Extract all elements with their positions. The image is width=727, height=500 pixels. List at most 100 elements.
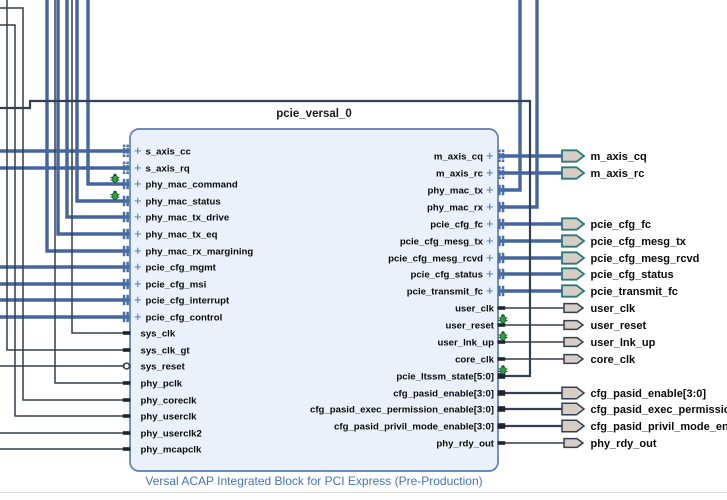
ext-port-phy_rdy_out[interactable]: phy_rdy_out (563, 437, 657, 450)
port-arrow-icon[interactable] (563, 302, 585, 314)
net-wire-pcie-ltssm-state[interactable] (0, 99, 532, 378)
port-arrow-icon[interactable] (561, 419, 586, 433)
pin-phy_mac_tx_drive[interactable]: +phy_mac_tx_drive (122, 209, 229, 224)
pin-phy_mac_command[interactable]: +phy_mac_command (122, 176, 238, 191)
pin-sys_clk_gt[interactable]: sys_clk_gt (122, 345, 191, 356)
debug-bug-icon (498, 365, 508, 375)
ext-port-pcie_cfg_status[interactable]: pcie_cfg_status (561, 267, 674, 281)
debug-bug-icon (498, 314, 508, 324)
interface-wire-phy-mac-rx-margining[interactable] (45, 0, 131, 253)
pin-sys_reset[interactable]: sys_reset (122, 361, 186, 372)
interface-wire-phy-mac-tx[interactable] (497, 0, 522, 192)
pin-phy_mac_rx[interactable]: +phy_mac_rx (427, 199, 505, 214)
net-wire-sys-clk-gt[interactable] (6, 0, 124, 351)
pin-pcie_cfg_status[interactable]: +pcie_cfg_status (410, 266, 505, 281)
ext-port-user_reset[interactable]: user_reset (563, 319, 647, 332)
ext-port-cfg_pasid_exec_permission_enable[3:0][interactable]: cfg_pasid_exec_permission_enable[3:0] (561, 402, 727, 416)
net-wire-sys-clk[interactable] (71, 0, 124, 334)
port-arrow-icon[interactable] (561, 267, 586, 281)
pin-phy_mac_tx_eq[interactable]: +phy_mac_tx_eq (122, 226, 218, 241)
ip-block-pcie-versal-0[interactable] (129, 128, 499, 472)
ext-port-m_axis_rc[interactable]: m_axis_rc (561, 166, 644, 180)
pin-phy_pclk[interactable]: phy_pclk (122, 378, 183, 389)
port-arrow-icon[interactable] (561, 166, 586, 180)
net-wire-phy-coreclk[interactable] (0, 7, 124, 401)
pin-pcie_cfg_msi[interactable]: +pcie_cfg_msi (122, 276, 206, 291)
ext-port-cfg_pasid_enable[3:0][interactable]: cfg_pasid_enable[3:0] (561, 386, 706, 400)
pin-pcie_cfg_mesg_rcvd[interactable]: +pcie_cfg_mesg_rcvd (388, 250, 505, 265)
ext-port-cfg_pasid_privil_mode_enable[3:0][interactable]: cfg_pasid_privil_mode_enable[3:0] (561, 419, 727, 433)
port-arrow-icon[interactable] (561, 284, 586, 298)
scalar-pin-stub (497, 306, 506, 310)
pin-label: m_axis_cq (434, 151, 483, 162)
port-arrow-icon[interactable] (561, 402, 586, 416)
interface-wire-phy-mac-command[interactable] (86, 0, 131, 186)
double-bar-icon (498, 235, 501, 247)
double-bar-icon (126, 294, 129, 306)
ext-port-core_clk[interactable]: core_clk (563, 353, 636, 366)
pin-phy_mac_rx_margining[interactable]: +phy_mac_rx_margining (122, 243, 254, 258)
ext-port-user_lnk_up[interactable]: user_lnk_up (563, 336, 656, 349)
grid-icon (122, 161, 126, 165)
pin-phy_mcapclk[interactable]: phy_mcapclk (122, 444, 202, 455)
pin-cfg_pasid_privil_mode_enable[3:0][interactable]: cfg_pasid_privil_mode_enable[3:0] (334, 421, 506, 432)
pin-pcie_cfg_mesg_tx[interactable]: +pcie_cfg_mesg_tx (400, 233, 505, 248)
pin-pcie_ltssm_state[5:0][interactable]: pcie_ltssm_state[5:0] (396, 371, 506, 382)
ext-port-pcie_cfg_mesg_rcvd[interactable]: pcie_cfg_mesg_rcvd (561, 251, 699, 265)
pin-cfg_pasid_exec_permission_enable[3:0][interactable]: cfg_pasid_exec_permission_enable[3:0] (310, 404, 506, 415)
pin-label: core_clk (455, 354, 495, 365)
canvas-bottom-strip (0, 493, 727, 500)
grid-icon (126, 164, 129, 168)
port-arrow-icon[interactable] (561, 149, 586, 163)
port-arrow-icon[interactable] (561, 217, 586, 231)
pin-phy_coreclk[interactable]: phy_coreclk (122, 395, 197, 406)
ext-port-pcie_cfg_fc[interactable]: pcie_cfg_fc (561, 217, 651, 231)
pin-cfg_pasid_enable[3:0][interactable]: cfg_pasid_enable[3:0] (393, 388, 506, 399)
interface-wire-phy-mac-tx-drive[interactable] (65, 0, 131, 219)
scalar-pin-stub (122, 398, 131, 402)
port-arrow-icon[interactable] (563, 336, 585, 348)
port-arrow-icon[interactable] (563, 353, 585, 365)
pin-pcie_transmit_fc[interactable]: +pcie_transmit_fc (407, 283, 505, 298)
pin-pcie_cfg_interrupt[interactable]: +pcie_cfg_interrupt (122, 292, 230, 307)
port-arrow-icon[interactable] (561, 386, 586, 400)
net-wire-phy-userclk[interactable] (0, 24, 124, 417)
grid-icon (501, 169, 505, 173)
pin-phy_mac_tx[interactable]: +phy_mac_tx (428, 182, 505, 197)
grid-icon (126, 144, 129, 148)
grid-icon (122, 164, 126, 168)
port-arrow-icon[interactable] (563, 437, 585, 449)
pin-pcie_cfg_control[interactable]: +pcie_cfg_control (122, 309, 222, 324)
pin-core_clk[interactable]: core_clk (455, 354, 506, 365)
ext-port-pcie_cfg_mesg_tx[interactable]: pcie_cfg_mesg_tx (561, 234, 687, 248)
pin-pcie_cfg_mgmt[interactable]: +pcie_cfg_mgmt (122, 259, 217, 274)
interface-wire-phy-mac-status[interactable] (75, 0, 131, 203)
interface-wire-phy-mac-tx-eq[interactable] (56, 0, 131, 236)
net-wire-phy-pclk[interactable] (54, 0, 124, 384)
ext-port-pcie_transmit_fc[interactable]: pcie_transmit_fc (561, 284, 678, 298)
ext-port-user_clk[interactable]: user_clk (563, 302, 636, 315)
plus-icon: + (134, 209, 142, 224)
pin-phy_rdy_out[interactable]: phy_rdy_out (436, 438, 506, 449)
pin-m_axis_rc[interactable]: +m_axis_rc (436, 165, 505, 180)
pin-phy_userclk[interactable]: phy_userclk (122, 411, 197, 422)
plus-icon: + (486, 148, 494, 163)
pin-m_axis_cq[interactable]: +m_axis_cq (434, 148, 505, 163)
pin-s_axis_rq[interactable]: +s_axis_rq (122, 160, 190, 175)
port-arrow-icon[interactable] (561, 251, 586, 265)
port-arrow-icon[interactable] (563, 319, 585, 331)
pin-user_lnk_up[interactable]: user_lnk_up (437, 337, 506, 348)
interface-wire-phy-mac-rx[interactable] (497, 0, 539, 209)
pin-user_clk[interactable]: user_clk (455, 303, 506, 314)
pin-sys_clk[interactable]: sys_clk (122, 328, 176, 339)
pin-phy_userclk2[interactable]: phy_userclk2 (122, 428, 202, 439)
pin-pcie_cfg_fc[interactable]: +pcie_cfg_fc (430, 216, 505, 231)
pin-user_reset[interactable]: user_reset (445, 320, 506, 331)
ext-port-label: user_reset (591, 320, 647, 332)
double-bar-icon (126, 261, 129, 273)
pin-s_axis_cc[interactable]: +s_axis_cc (122, 143, 192, 158)
pin-label: s_axis_rq (146, 163, 190, 174)
ext-port-m_axis_cq[interactable]: m_axis_cq (561, 149, 647, 163)
port-arrow-icon[interactable] (561, 234, 586, 248)
pin-phy_mac_status[interactable]: +phy_mac_status (122, 193, 221, 208)
